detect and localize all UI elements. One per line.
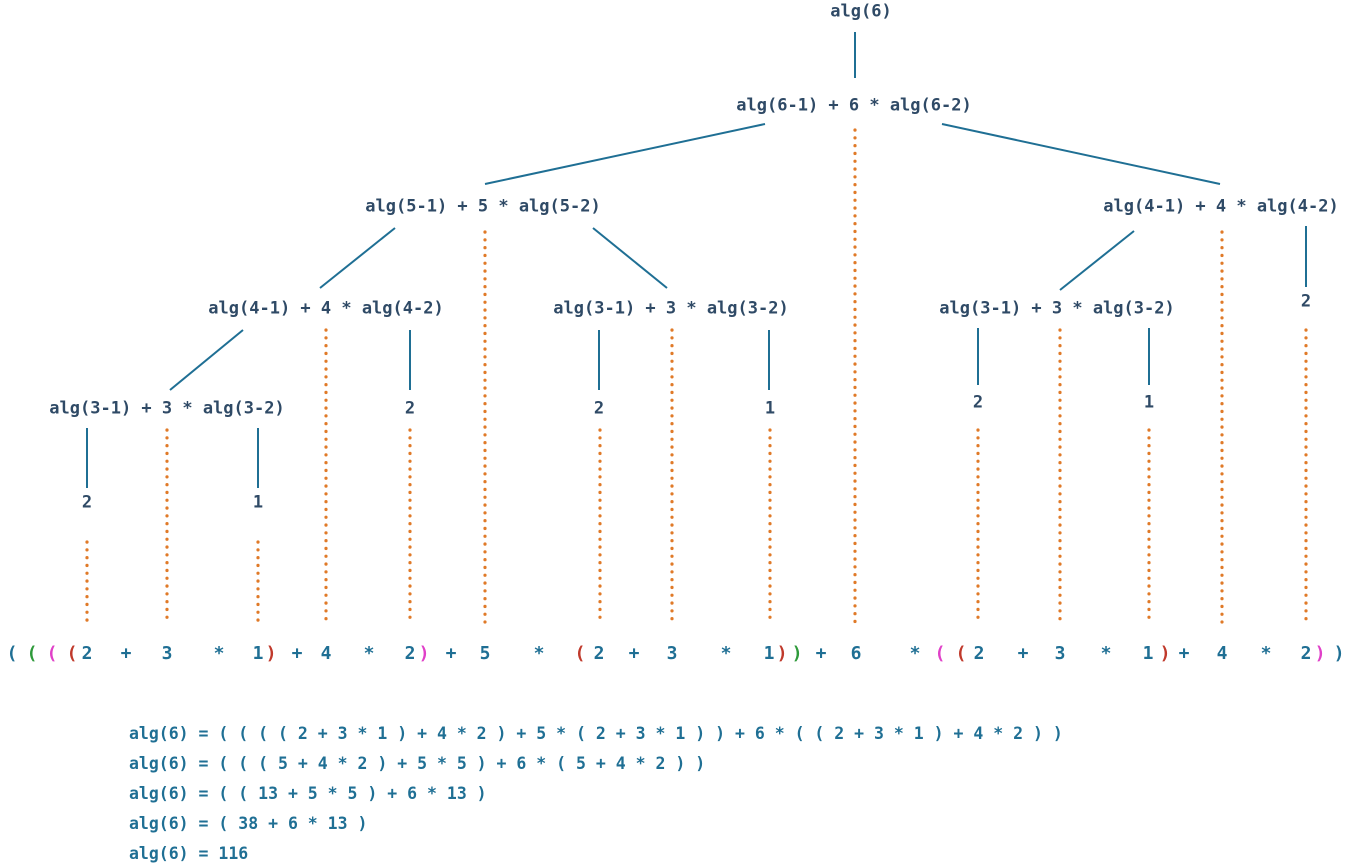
expression-token: + [291, 643, 303, 664]
expression-token: * [533, 643, 545, 664]
leaf-value: 1 [252, 492, 264, 513]
expression-token: ( [955, 643, 967, 664]
expression-token: ( [66, 643, 78, 664]
expression-token: 3 [161, 643, 173, 664]
tree-edge [169, 329, 244, 391]
leaf-value: 2 [404, 398, 416, 419]
equation-line: alg(6) = ( ( ( ( 2 + 3 * 1 ) + 4 * 2 ) +… [129, 723, 1063, 743]
tree-node: alg(3-1) + 3 * alg(3-2) [553, 298, 789, 319]
leaf-value: 2 [1300, 291, 1312, 312]
expression-token: ) [1314, 643, 1326, 664]
expression-token: 6 [850, 643, 862, 664]
tree-edge [319, 227, 396, 289]
tree-edge [1059, 230, 1135, 291]
tree-edge [484, 123, 766, 185]
expression-token: 4 [1216, 643, 1228, 664]
expression-token: ( [46, 643, 58, 664]
equation-line: alg(6) = ( ( ( 5 + 4 * 2 ) + 5 * 5 ) + 6… [129, 753, 706, 773]
expression-token: * [1100, 643, 1112, 664]
tree-node: alg(6-1) + 6 * alg(6-2) [736, 95, 972, 116]
expression-token: ) [776, 643, 788, 664]
expression-token: + [120, 643, 132, 664]
expression-token: + [1178, 643, 1190, 664]
expression-token: * [1260, 643, 1272, 664]
equation-line: alg(6) = ( ( 13 + 5 * 5 ) + 6 * 13 ) [129, 783, 487, 803]
expression-token: ) [791, 643, 803, 664]
expression-token: * [363, 643, 375, 664]
expression-token: * [213, 643, 225, 664]
tree-edge [941, 123, 1221, 185]
expression-token: * [909, 643, 921, 664]
expression-token: ( [6, 643, 18, 664]
expression-token: 4 [320, 643, 332, 664]
leaf-value: 2 [593, 398, 605, 419]
expression-token: + [445, 643, 457, 664]
expression-token: 2 [973, 643, 985, 664]
expression-token: 2 [593, 643, 605, 664]
expression-token: 2 [404, 643, 416, 664]
expression-token: 1 [1142, 643, 1154, 664]
expression-token: 5 [479, 643, 491, 664]
expression-token: ) [418, 643, 430, 664]
tree-node: alg(4-1) + 4 * alg(4-2) [208, 298, 444, 319]
tree-node: alg(6) [830, 1, 892, 22]
leaf-value: 1 [1143, 392, 1155, 413]
expression-token: ) [1159, 643, 1171, 664]
expression-token: ( [934, 643, 946, 664]
equation-line: alg(6) = ( 38 + 6 * 13 ) [129, 813, 368, 833]
tree-node: alg(3-1) + 3 * alg(3-2) [49, 398, 285, 419]
expression-token: ) [1333, 643, 1345, 664]
expression-token: * [720, 643, 732, 664]
expression-token: 2 [1300, 643, 1312, 664]
expression-token: + [815, 643, 827, 664]
expression-token: ( [26, 643, 38, 664]
expression-token: ) [265, 643, 277, 664]
tree-edge [592, 227, 668, 289]
tree-node: alg(3-1) + 3 * alg(3-2) [939, 298, 1175, 319]
tree-node: alg(5-1) + 5 * alg(5-2) [365, 196, 601, 217]
expression-token: + [628, 643, 640, 664]
leaf-value: 2 [81, 492, 93, 513]
leaf-value: 2 [972, 392, 984, 413]
leaf-value: 1 [764, 398, 776, 419]
tree-node: alg(4-1) + 4 * alg(4-2) [1103, 196, 1339, 217]
expression-token: ( [574, 643, 586, 664]
expression-token: 1 [763, 643, 775, 664]
expression-token: + [1017, 643, 1029, 664]
expression-token: 1 [252, 643, 264, 664]
equation-line: alg(6) = 116 [129, 843, 249, 863]
expression-token: 3 [666, 643, 678, 664]
expression-token: 2 [81, 643, 93, 664]
expression-token: 3 [1054, 643, 1066, 664]
